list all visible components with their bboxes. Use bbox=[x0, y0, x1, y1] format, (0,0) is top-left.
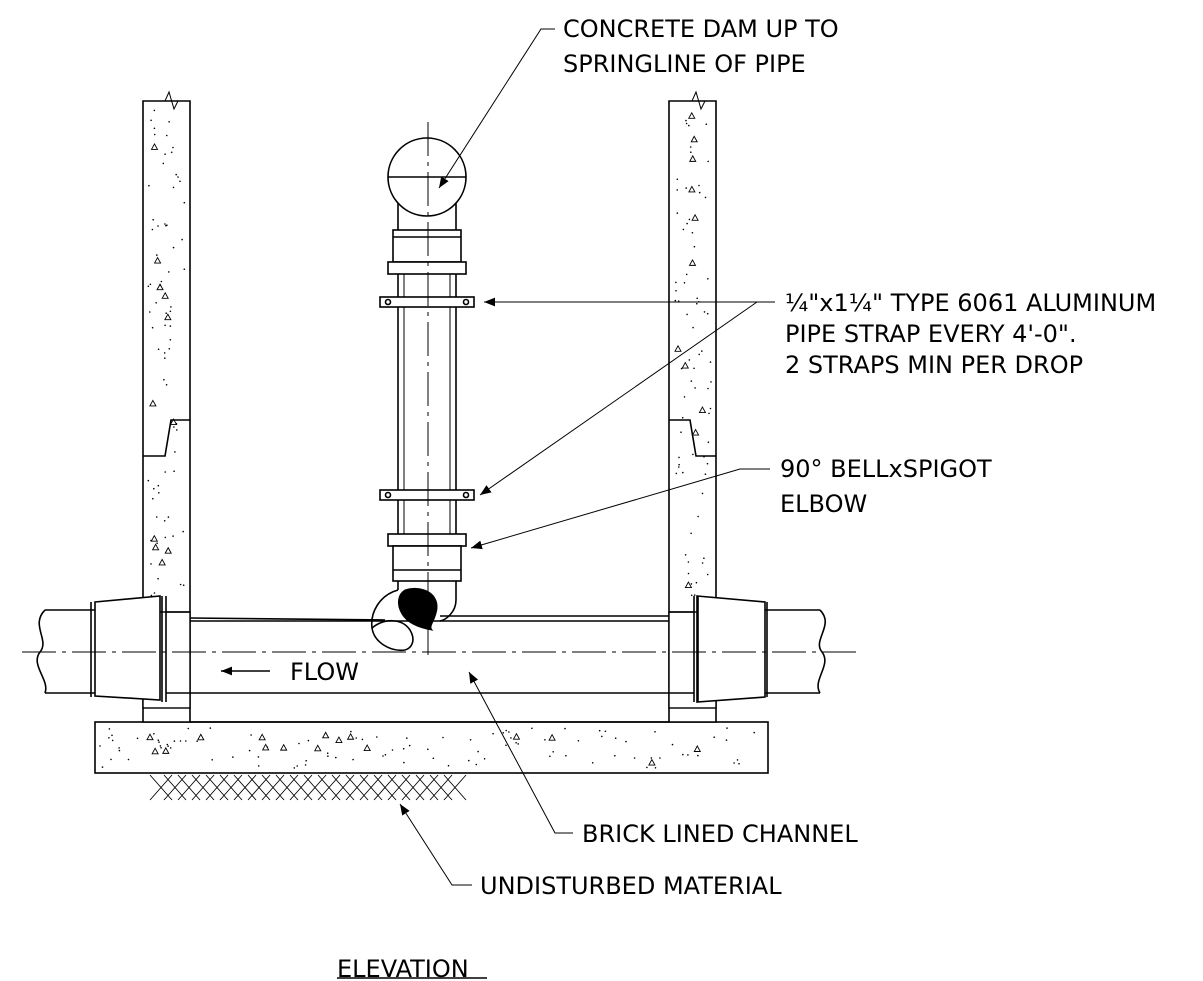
dam-callout-line-1: CONCRETE DAM UP TO bbox=[563, 15, 839, 43]
left-wall-joint bbox=[143, 419, 190, 457]
flow-label: FLOW bbox=[290, 658, 359, 686]
elbow-callout-line-2: ELBOW bbox=[780, 490, 867, 518]
drop-pipe bbox=[371, 122, 475, 655]
right-pipe bbox=[669, 595, 826, 703]
strap-callout-line-1: ¼"x1¼" TYPE 6061 ALUMINUM bbox=[785, 289, 1156, 317]
brick-lined-channel bbox=[189, 615, 669, 694]
pipe-strap-lower bbox=[379, 489, 475, 501]
pipe-strap-upper bbox=[379, 296, 475, 308]
concrete-dam bbox=[397, 587, 438, 631]
undisturbed-callout: UNDISTURBED MATERIAL bbox=[480, 872, 782, 900]
right-wall-joint bbox=[669, 419, 716, 457]
elbow-callout-line-1: 90° BELLxSPIGOT bbox=[780, 455, 992, 483]
channel-callout: BRICK LINED CHANNEL bbox=[582, 820, 858, 848]
strap-callout-line-3: 2 STRAPS MIN PER DROP bbox=[785, 351, 1083, 379]
base-slab bbox=[94, 721, 769, 774]
undisturbed-hatch bbox=[149, 774, 467, 801]
right-wall bbox=[668, 100, 717, 723]
dam-callout-line-2: SPRINGLINE OF PIPE bbox=[563, 50, 806, 78]
strap-callout-line-2: PIPE STRAP EVERY 4'-0". bbox=[785, 320, 1077, 348]
leader-lines bbox=[221, 28, 775, 886]
left-pipe bbox=[36, 595, 190, 702]
left-wall-break bbox=[143, 90, 190, 111]
right-wall-break bbox=[669, 90, 716, 111]
drawing-title: ELEVATION bbox=[337, 955, 469, 981]
concrete-stipple bbox=[99, 109, 755, 769]
